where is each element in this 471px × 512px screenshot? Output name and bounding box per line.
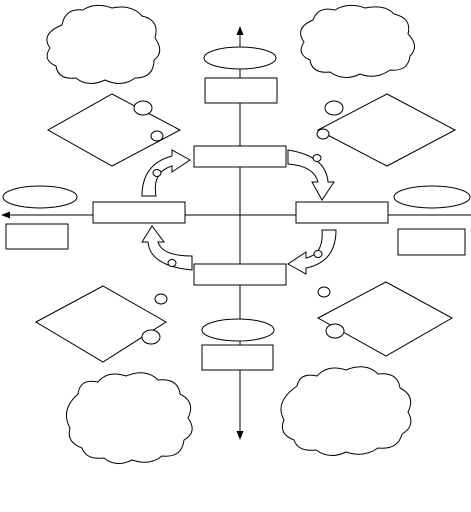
diamond-bottom-right [316, 281, 454, 357]
center-box-bottom [193, 263, 287, 286]
center-box-top [193, 145, 287, 168]
cloud-top-right [300, 4, 415, 78]
oval-right [393, 185, 471, 209]
diamond-top-left [46, 93, 182, 167]
center-box-right [295, 201, 389, 224]
cycle-arrow-bottom-right-icon [287, 229, 337, 275]
label-box-right [397, 228, 466, 256]
label-box-top [204, 77, 278, 104]
cloud-top-left [46, 4, 161, 84]
oval-top [203, 46, 277, 70]
bubble-dot-large-bottom-right [325, 323, 345, 339]
axis-arrow-up-icon [236, 26, 244, 35]
bubble-dot-large-top-left [133, 100, 153, 116]
horizontal-axis [1, 211, 471, 219]
cloud-bottom-left [65, 372, 193, 464]
oval-bottom [201, 318, 275, 342]
cloud-bottom-right [280, 366, 412, 456]
axis-arrow-down-icon [236, 431, 244, 440]
oval-left [2, 185, 78, 209]
axis-arrow-left-icon [1, 211, 10, 219]
bubble-dot-small-bottom-left [154, 293, 168, 305]
label-box-left [5, 223, 69, 250]
cycle-arrow-bottom-left-icon [141, 225, 193, 271]
bubble-dot-small-bottom-right [317, 286, 331, 298]
cycle-arrow-top-left-icon [141, 149, 191, 197]
label-box-bottom [201, 344, 274, 371]
diamond-top-right [316, 93, 457, 167]
bubble-dot-large-top-right [324, 100, 344, 116]
bubble-dot-small-top-right [316, 128, 330, 140]
bubble-dot-small-top-left [150, 130, 164, 142]
diamond-bottom-left [34, 285, 167, 363]
cycle-arrow-top-right-icon [287, 149, 335, 201]
center-box-left [92, 201, 186, 224]
bubble-dot-large-bottom-left [141, 329, 161, 345]
